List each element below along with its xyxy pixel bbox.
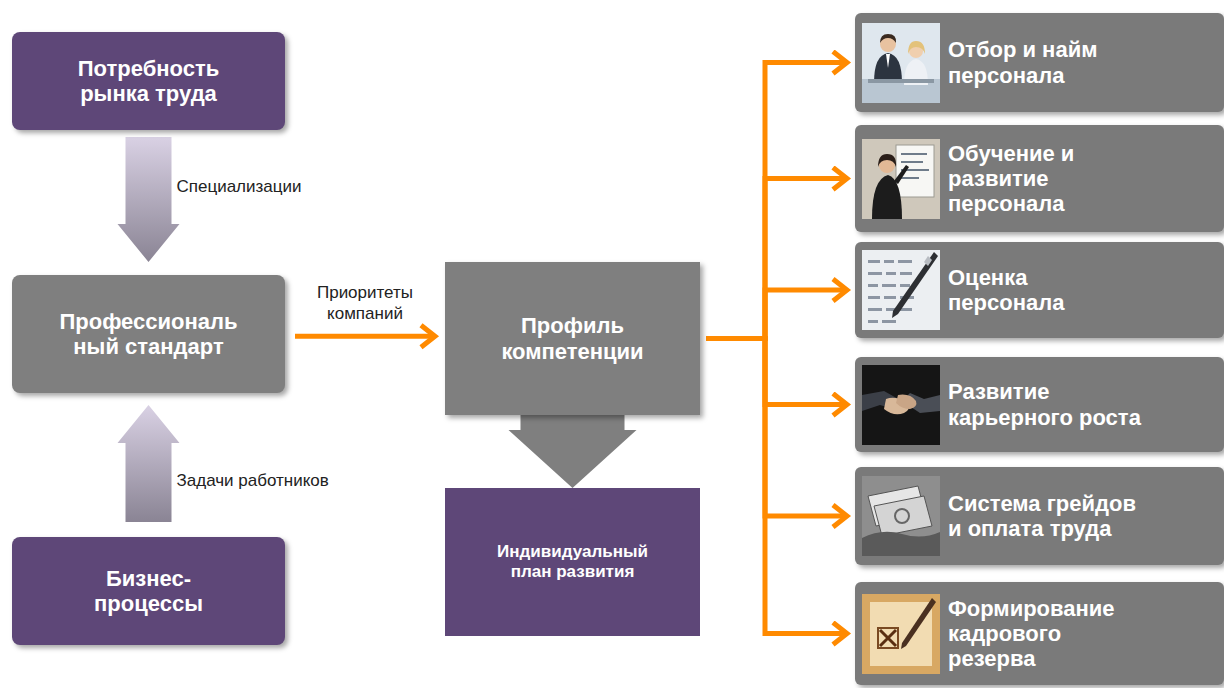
block-arrow (118, 137, 180, 262)
block-arrow (509, 415, 637, 488)
plan-box: Индивидуальный план развития (445, 488, 700, 636)
edge-label: Приоритеты компаний (303, 283, 428, 324)
orange-arrow (706, 63, 847, 339)
orange-arrow (706, 290, 847, 339)
photo-icon (862, 139, 940, 219)
source-box: Потребность рынка труда (12, 32, 285, 130)
orange-arrow (706, 339, 847, 405)
hr-function-box: Отбор и найм персонала (855, 13, 1224, 112)
hr-function-box: Обучение и развитие персонала (855, 125, 1224, 232)
edge-label: Специализации (177, 177, 302, 197)
hr-function-box: Формирование кадрового резерва (855, 582, 1224, 685)
box-label: Развитие карьерного роста (948, 379, 1173, 430)
orange-arrow (706, 179, 847, 339)
edge-label: Задачи работников (177, 471, 329, 491)
box-label: Формирование кадрового резерва (948, 596, 1148, 672)
box-label: Потребность рынка труда (42, 56, 255, 107)
photo-icon (862, 476, 940, 556)
photo-icon (862, 250, 940, 330)
hr-function-box: Оценка персонала (855, 242, 1224, 338)
box-label: Отбор и найм персонала (948, 37, 1158, 88)
box-label: Профиль компетенции (465, 313, 680, 364)
photo-icon (862, 365, 940, 445)
box-label: Профессиональ ный стандарт (42, 309, 255, 360)
orange-arrow (706, 339, 847, 634)
standard-box: Профессиональ ный стандарт (12, 275, 285, 393)
photo-icon (862, 594, 940, 674)
box-label: Бизнес- процессы (62, 566, 235, 617)
box-label: Обучение и развитие персонала (948, 141, 1158, 217)
hr-function-box: Развитие карьерного роста (855, 357, 1224, 452)
source-box: Бизнес- процессы (12, 537, 285, 645)
orange-arrow (706, 339, 847, 517)
block-arrow (118, 405, 180, 522)
box-label: Индивидуальный план развития (485, 542, 660, 581)
box-label: Система грейдов и оплата труда (948, 491, 1153, 542)
orange-arrow (295, 334, 435, 339)
photo-icon (862, 23, 940, 103)
profile-box: Профиль компетенции (445, 262, 700, 415)
hr-function-box: Система грейдов и оплата труда (855, 467, 1224, 565)
box-label: Оценка персонала (948, 265, 1128, 316)
